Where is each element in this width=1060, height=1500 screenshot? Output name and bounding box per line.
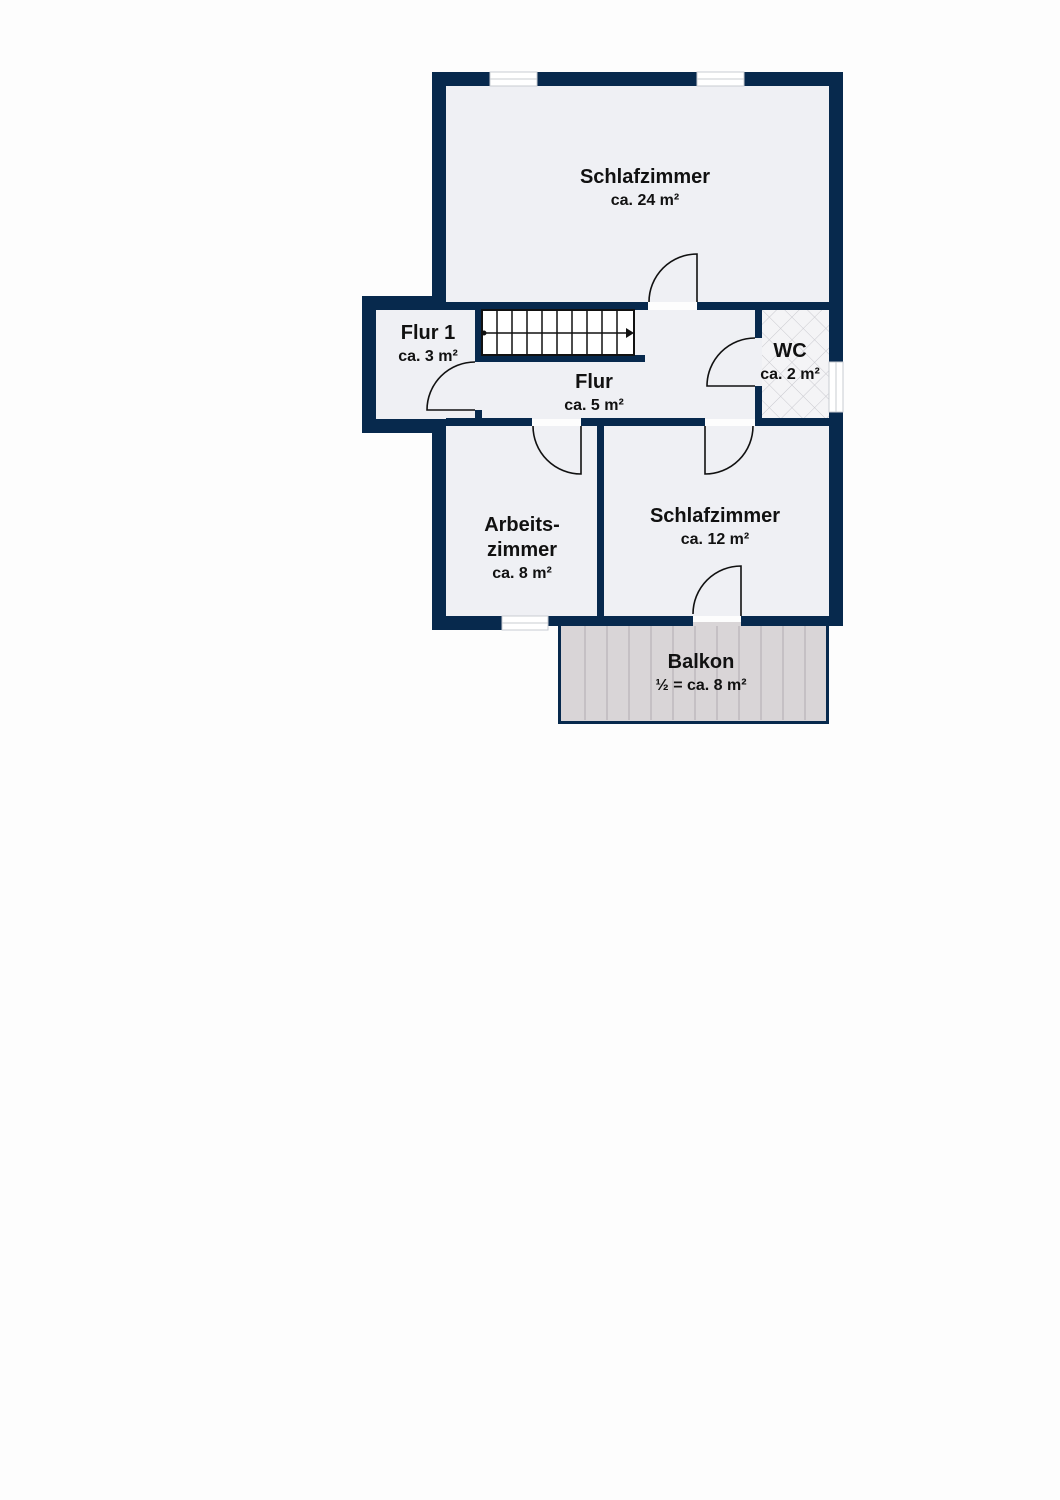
room-name-bedroom-small: Schlafzimmer [650, 505, 780, 527]
room-name-hall: Flur [575, 371, 613, 393]
room-area-bedroom-small: ca. 12 m² [681, 531, 749, 548]
door-bedroom-large [648, 253, 698, 303]
doors [426, 253, 756, 616]
staircase [481, 309, 635, 356]
room-floors [376, 86, 829, 616]
floor-bedroom-small [604, 426, 829, 616]
stair-arrow-icon [626, 328, 634, 338]
door-bedroom-small [704, 425, 754, 475]
balcony [558, 622, 829, 724]
room-area-wc: ca. 2 m² [760, 366, 820, 383]
room-area-balcony: ½ = ca. 8 m² [655, 677, 746, 694]
room-name-wc: WC [773, 340, 806, 362]
room-area-hall: ca. 5 m² [564, 397, 624, 414]
room-name-balcony: Balkon [668, 651, 735, 673]
floor-bedroom-large [446, 86, 829, 302]
room-name-hall-1: Flur 1 [401, 322, 455, 344]
floor-wc-tiles [762, 310, 829, 418]
room-area-hall-1: ca. 3 m² [398, 348, 458, 365]
door-balcony [692, 565, 742, 616]
stair-start-dot-icon [481, 330, 487, 336]
room-name-study-line1: Arbeits- [484, 514, 560, 536]
room-area-bedroom-large: ca. 24 m² [611, 192, 679, 209]
door-wc [706, 337, 756, 387]
room-labels: Schlafzimmer ca. 24 m² Flur 1 ca. 3 m² F… [398, 166, 820, 694]
room-name-study-line2: zimmer [487, 539, 557, 561]
room-area-study: ca. 8 m² [492, 565, 552, 582]
door-hall-1 [426, 361, 476, 411]
windows [489, 71, 844, 631]
room-name-bedroom-large: Schlafzimmer [580, 166, 710, 188]
door-study [532, 425, 582, 475]
floor-study [446, 426, 597, 616]
